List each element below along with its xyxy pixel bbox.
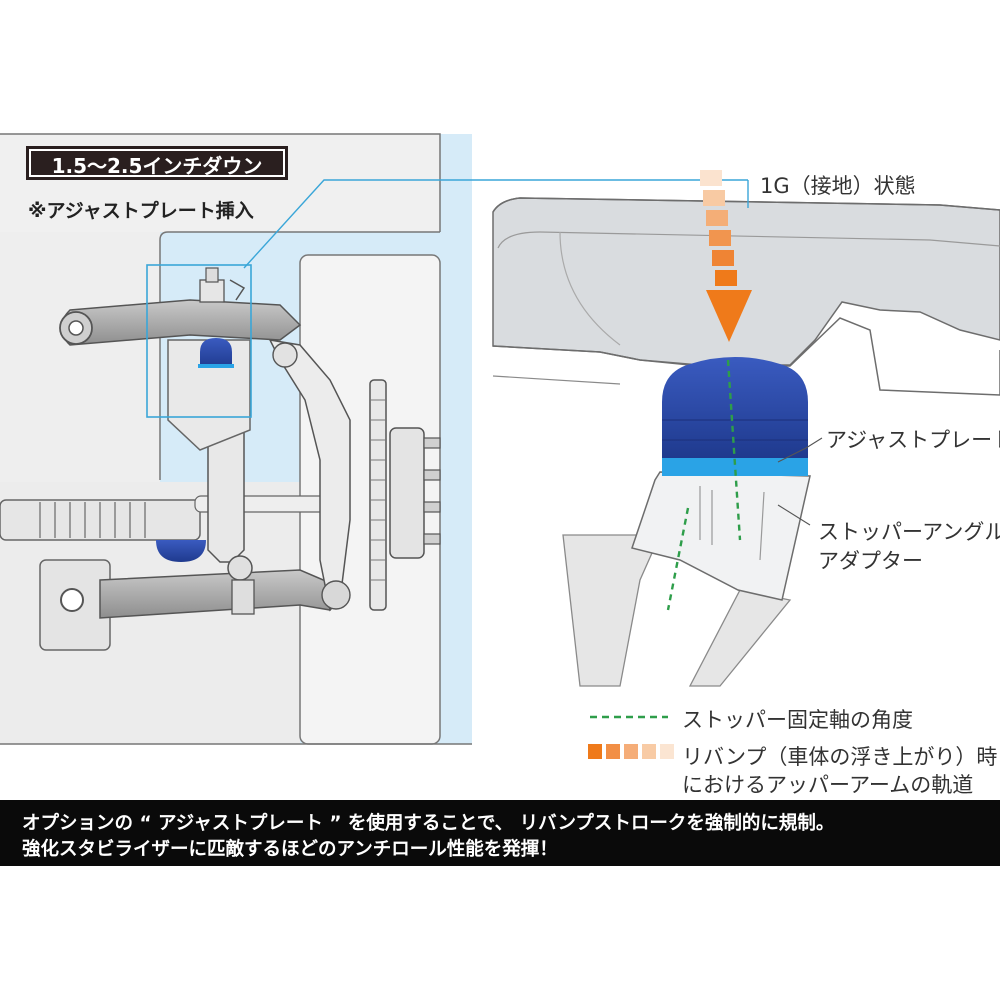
left-suspension-illustration xyxy=(0,133,472,745)
label-adjust-plate: アジャストプレート xyxy=(826,428,1000,452)
legend-rebound-line1: リバンプ（車体の浮き上がり）時 xyxy=(682,745,998,769)
legend-dashed-label: ストッパー固定軸の角度 xyxy=(682,708,913,732)
subtitle-adjust-plate: ※アジャストプレート挿入 xyxy=(28,200,254,222)
callout-connector xyxy=(243,179,748,269)
right-detail-illustration xyxy=(492,170,1000,687)
badge-inch-down: 1.5〜2.5インチダウン xyxy=(26,146,288,180)
label-1g-state: 1G（接地）状態 xyxy=(760,174,916,198)
caption-bar: オプションの “ アジャストプレート ” を使用することで、 リバンプストローク… xyxy=(0,800,1000,866)
rebound-arrow xyxy=(700,170,752,342)
caption-line-1: オプションの “ アジャストプレート ” を使用することで、 リバンプストローク… xyxy=(22,813,835,834)
label-stopper-line2: アダプター xyxy=(818,549,923,573)
caption-line-2: 強化スタビライザーに匹敵するほどのアンチロール性能を発揮！ xyxy=(22,839,558,860)
legend-marks xyxy=(588,715,674,759)
legend-rebound-line2: におけるアッパーアームの軌道 xyxy=(682,773,974,797)
label-stopper-line1: ストッパーアングル xyxy=(818,520,1000,544)
